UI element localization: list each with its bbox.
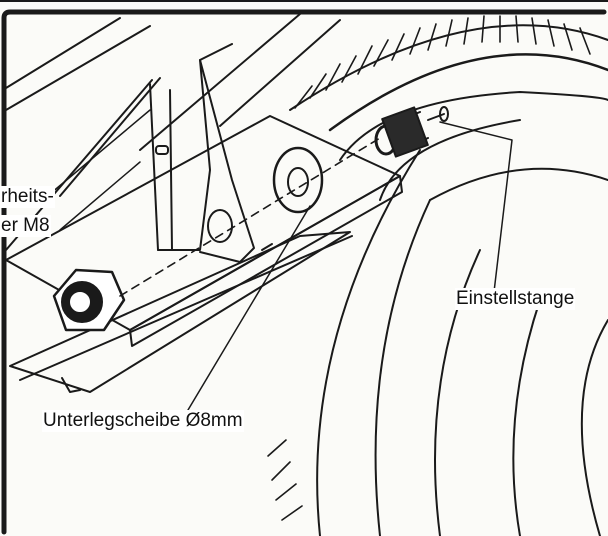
- leader-washer: [187, 205, 311, 411]
- housing-curve-4: [512, 299, 541, 536]
- plate-foot-2: [261, 243, 273, 251]
- flat-washer-drawing: [272, 146, 324, 214]
- bracket-left-edge: [149, 83, 159, 251]
- blade-guard-rim: [289, 24, 608, 111]
- nut-label-line1: rheits-: [0, 186, 55, 208]
- housing-arc-2: [379, 119, 521, 201]
- nut-label-line2: er M8: [0, 215, 51, 237]
- bracket-hole: [207, 209, 233, 243]
- housing-arc-1: [339, 91, 608, 161]
- blade-guard-outer: [328, 53, 608, 132]
- frame-bar-5: [59, 77, 161, 197]
- frame-bar-4: [219, 19, 341, 127]
- washer-label: Unterlegscheibe Ø8mm: [42, 410, 244, 432]
- leader-nut: [37, 109, 151, 205]
- leader-nut-2: [59, 161, 141, 231]
- frame-bar-1: [5, 17, 121, 89]
- mounting-plate-front: [129, 175, 403, 347]
- adjust-rod: [374, 106, 449, 158]
- housing-right: [580, 319, 608, 536]
- hex-nut-drawing: [52, 268, 126, 332]
- bracket-web: [157, 43, 233, 251]
- mounting-plate-lower: [9, 231, 351, 393]
- housing-body-inner: [374, 199, 431, 536]
- assembly-axis: [119, 137, 381, 297]
- image-frame: [1, 9, 607, 535]
- cooling-fins: [267, 15, 591, 521]
- housing-body: [316, 149, 421, 536]
- plate-foot-1: [61, 377, 81, 393]
- mounting-plate-lower-edge: [19, 235, 353, 381]
- leader-rod: [439, 121, 513, 293]
- frame-bar-3: [139, 13, 301, 151]
- frame-bar-2: [5, 25, 151, 111]
- bracket-pin: [155, 145, 169, 155]
- bracket-right-edge: [199, 59, 255, 263]
- adjust-rod-label: Einstellstange: [455, 288, 576, 310]
- housing-curve-3: [434, 249, 481, 536]
- housing-cap-arc: [429, 167, 608, 201]
